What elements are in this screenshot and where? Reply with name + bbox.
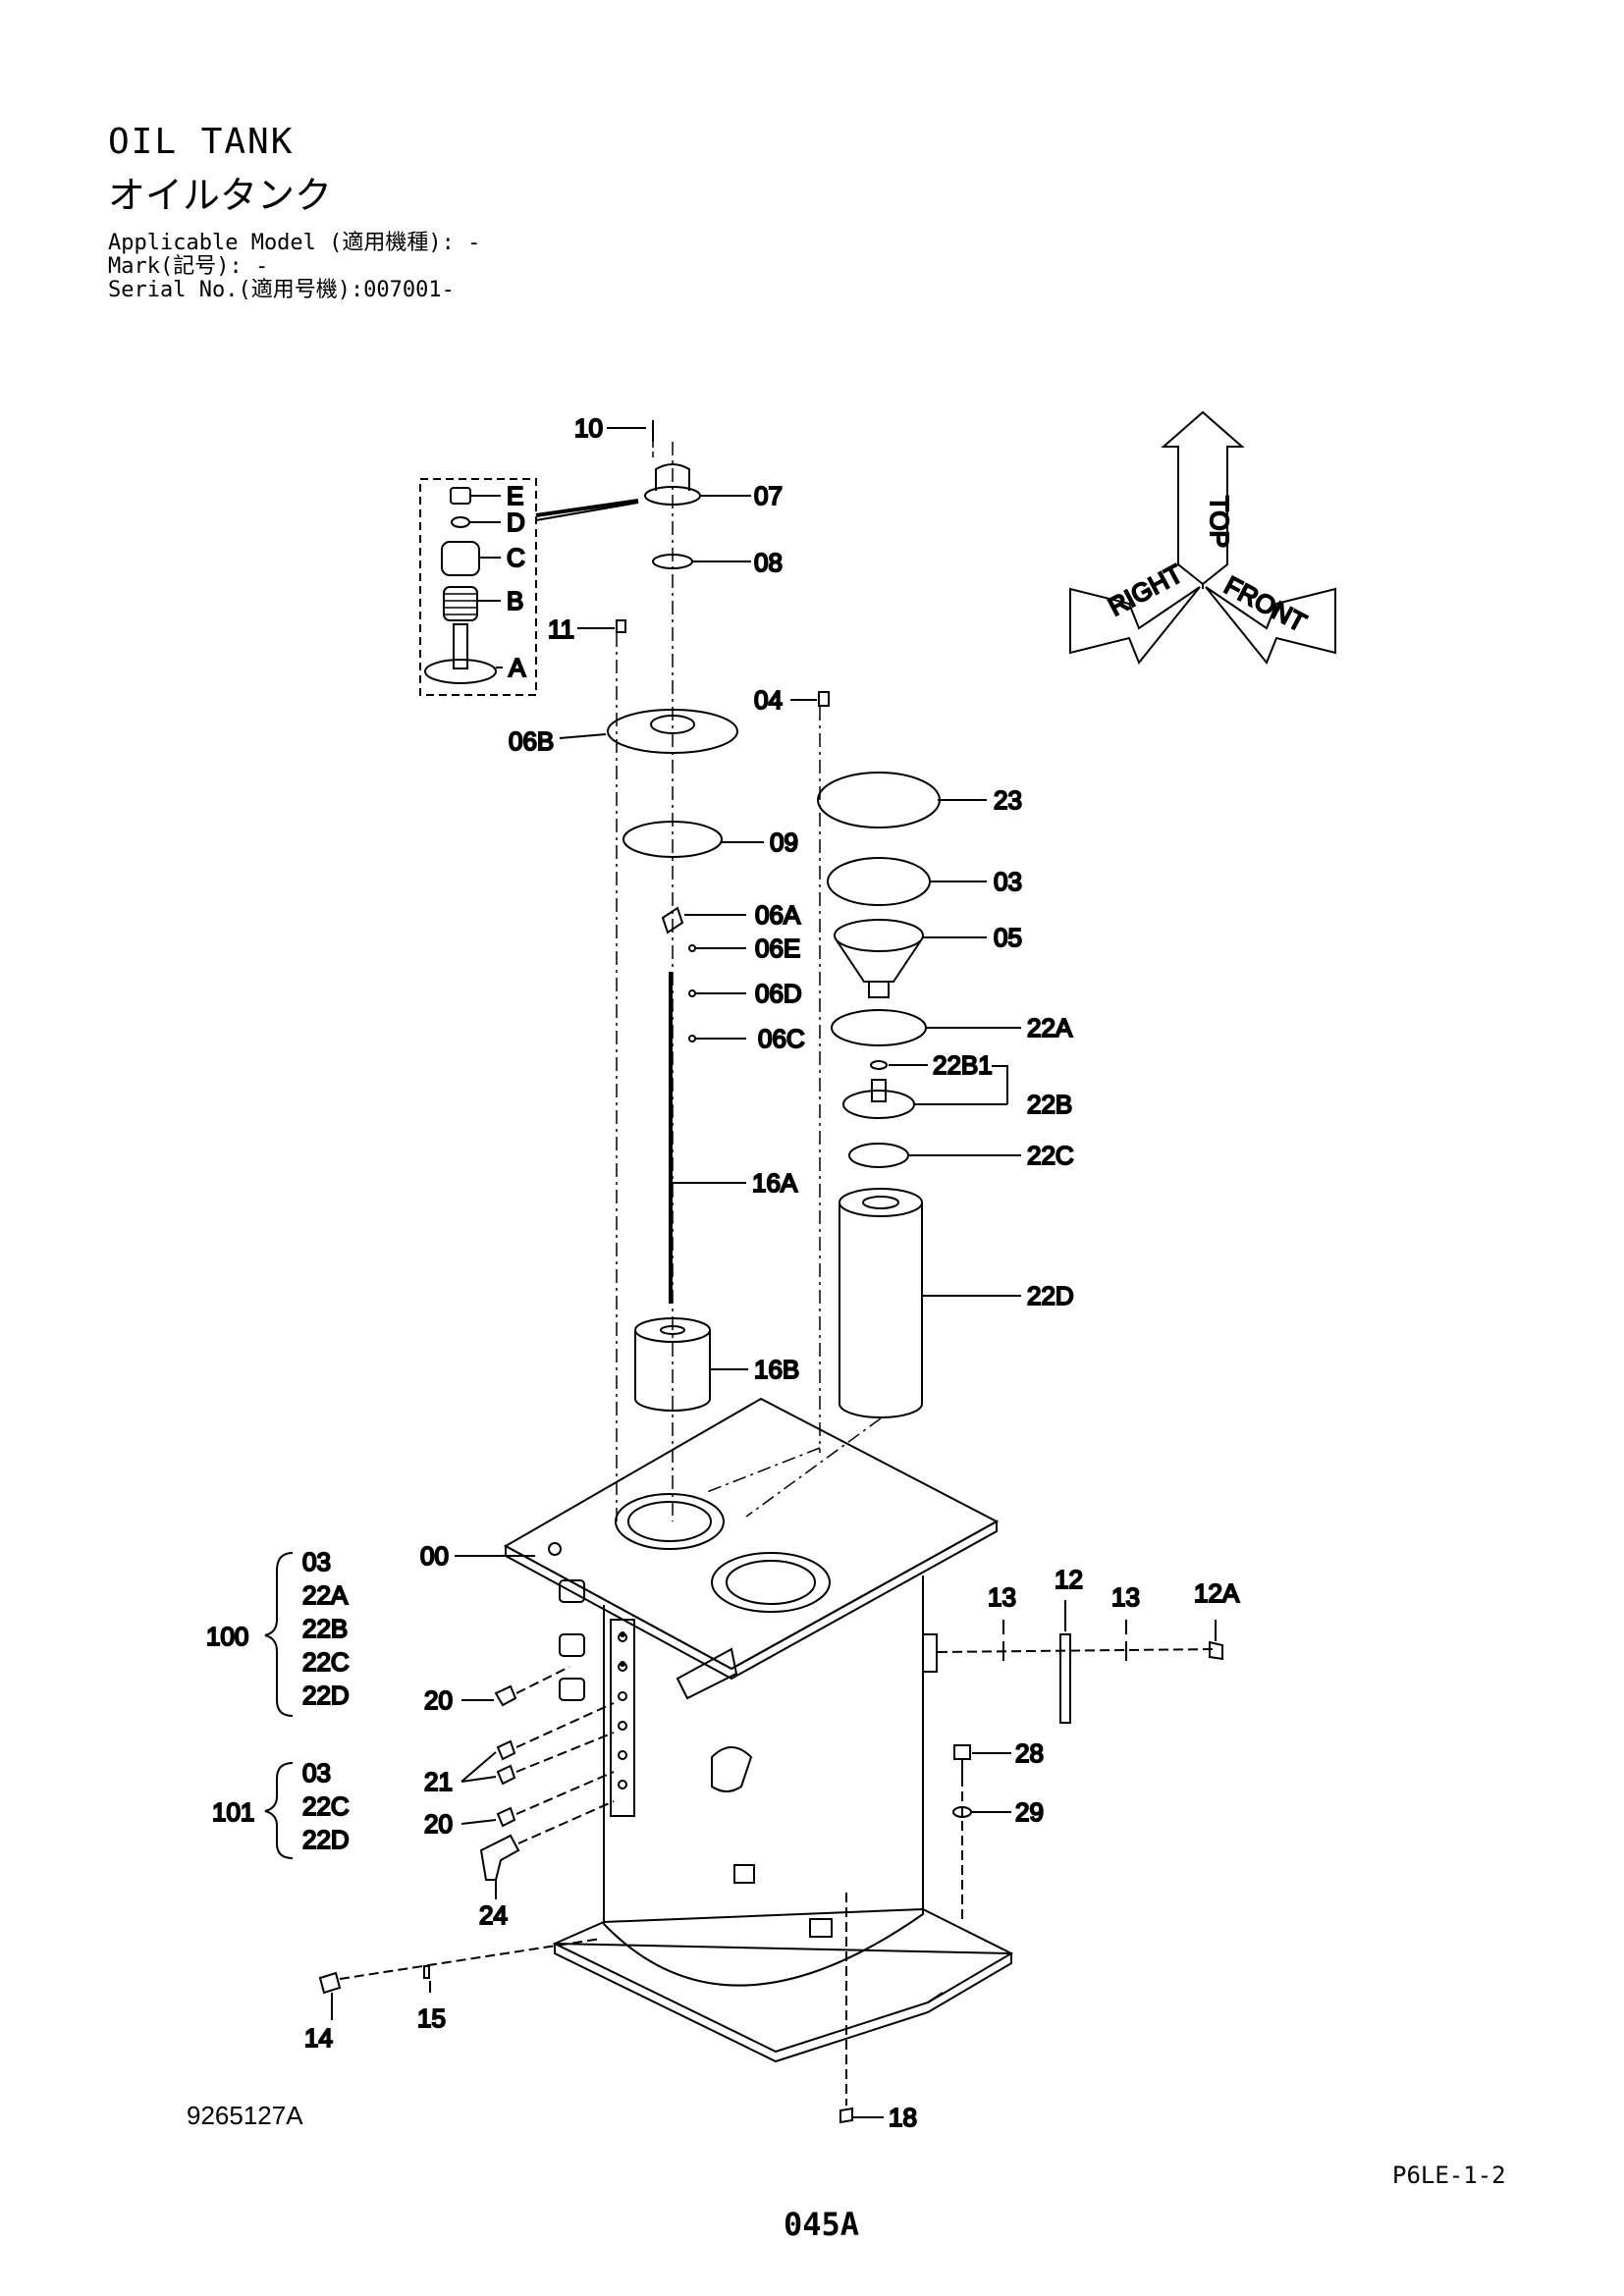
callout-20a: 20 (424, 1685, 453, 1715)
callout-08: 08 (754, 548, 783, 577)
callout-12: 12 (1055, 1565, 1083, 1594)
kit-braces (264, 1552, 294, 1859)
callout-07: 07 (754, 481, 783, 510)
oring-22c-shape (848, 1143, 909, 1168)
kit-100-item: 22D (302, 1681, 350, 1710)
top-arrow-shape (1161, 410, 1245, 586)
kit-100-item: 22A (302, 1580, 349, 1610)
callout-d: D (507, 507, 525, 537)
callout-06b: 06B (509, 726, 554, 756)
tank-cylinder (603, 1575, 924, 1987)
kit-101-item: 22C (302, 1791, 350, 1821)
callout-14: 14 (304, 2023, 333, 2053)
callout-06c: 06C (758, 1024, 805, 1053)
applicable-model: Applicable Model (適用機種): - (108, 231, 481, 255)
serial-number: Serial No.(適用号機):007001- (108, 278, 455, 302)
callout-06a: 06A (755, 900, 801, 930)
part-a-stem (453, 623, 468, 669)
callout-22b: 22B (1027, 1090, 1072, 1119)
callout-c: C (507, 543, 525, 572)
callout-23: 23 (994, 785, 1022, 815)
callout-16a: 16A (752, 1168, 798, 1198)
side-rail (610, 1619, 635, 1817)
callout-24: 24 (479, 1900, 508, 1930)
callout-22d: 22D (1027, 1281, 1074, 1310)
kit-100-item: 22C (302, 1647, 350, 1677)
callout-b: B (507, 586, 523, 615)
oring-03-shape (827, 857, 931, 906)
callout-12a: 12A (1194, 1578, 1240, 1608)
callout-15: 15 (417, 2003, 446, 2033)
callout-22a: 22A (1027, 1013, 1073, 1042)
callout-13a: 13 (988, 1582, 1016, 1612)
part-e-shape (450, 487, 471, 505)
callout-10: 10 (574, 413, 603, 443)
callout-22c: 22C (1027, 1141, 1074, 1170)
kit-101-number: 101 (212, 1797, 254, 1827)
callout-18: 18 (889, 2103, 917, 2132)
sight-gauge-12 (1059, 1633, 1071, 1724)
page-number: 045A (784, 2206, 860, 2243)
element-22d-top (839, 1188, 923, 1217)
callout-13b: 13 (1111, 1582, 1140, 1612)
tank-body (503, 1397, 1014, 2063)
orientation-indicator: TOP RIGHT FRONT (1069, 410, 1336, 665)
callout-06e: 06E (755, 934, 800, 963)
return-filter-stack (706, 691, 1021, 1518)
callout-06d: 06D (755, 979, 802, 1008)
callout-00: 00 (420, 1541, 449, 1571)
cover-23-shape (817, 772, 941, 828)
callout-22b1: 22B1 (933, 1050, 993, 1080)
left-stack-parts (559, 420, 764, 1526)
part-b-shape (443, 586, 478, 621)
callout-09: 09 (770, 828, 798, 857)
mark-field: Mark(記号): - (108, 254, 269, 279)
kit-100-item: 03 (302, 1547, 331, 1576)
callout-e: E (507, 481, 523, 510)
elbow-24-shape (479, 1834, 520, 1881)
right-arrow-shape (1069, 586, 1201, 665)
page-title: OIL TANK (108, 122, 295, 162)
callout-05: 05 (994, 923, 1022, 952)
kit-101-item: 03 (302, 1758, 331, 1788)
part-a-flange (424, 659, 497, 684)
front-arrow-shape (1205, 586, 1336, 665)
callout-16b: 16B (754, 1355, 799, 1384)
tank-fittings (318, 1555, 1223, 2124)
callout-a: A (509, 653, 526, 682)
orientation-right-label: RIGHT (1104, 559, 1188, 622)
orientation-top-label: TOP (1205, 496, 1234, 548)
breather-detail (419, 478, 639, 696)
callout-11: 11 (548, 614, 574, 644)
callout-04: 04 (754, 685, 783, 715)
strainer-05-shape (834, 919, 924, 952)
drawing-number: 9265127A (187, 2101, 303, 2130)
sheet-code: P6LE-1-2 (1392, 2162, 1506, 2189)
callout-28: 28 (1015, 1738, 1044, 1768)
kit-101-item: 22D (302, 1825, 350, 1854)
callout-03: 03 (994, 867, 1022, 896)
kit-100-item: 22B (302, 1614, 348, 1643)
kit-100-number: 100 (206, 1622, 248, 1651)
detail-box (419, 478, 537, 696)
part-c-shape (441, 541, 480, 576)
page-title-japanese: オイルタンク (108, 174, 333, 217)
callout-20b: 20 (424, 1809, 453, 1839)
spring-22a-shape (831, 1009, 927, 1046)
part-d-shape (451, 516, 470, 528)
callout-29: 29 (1015, 1797, 1044, 1827)
callout-21: 21 (424, 1767, 453, 1796)
valve-22b-shape (842, 1090, 915, 1119)
